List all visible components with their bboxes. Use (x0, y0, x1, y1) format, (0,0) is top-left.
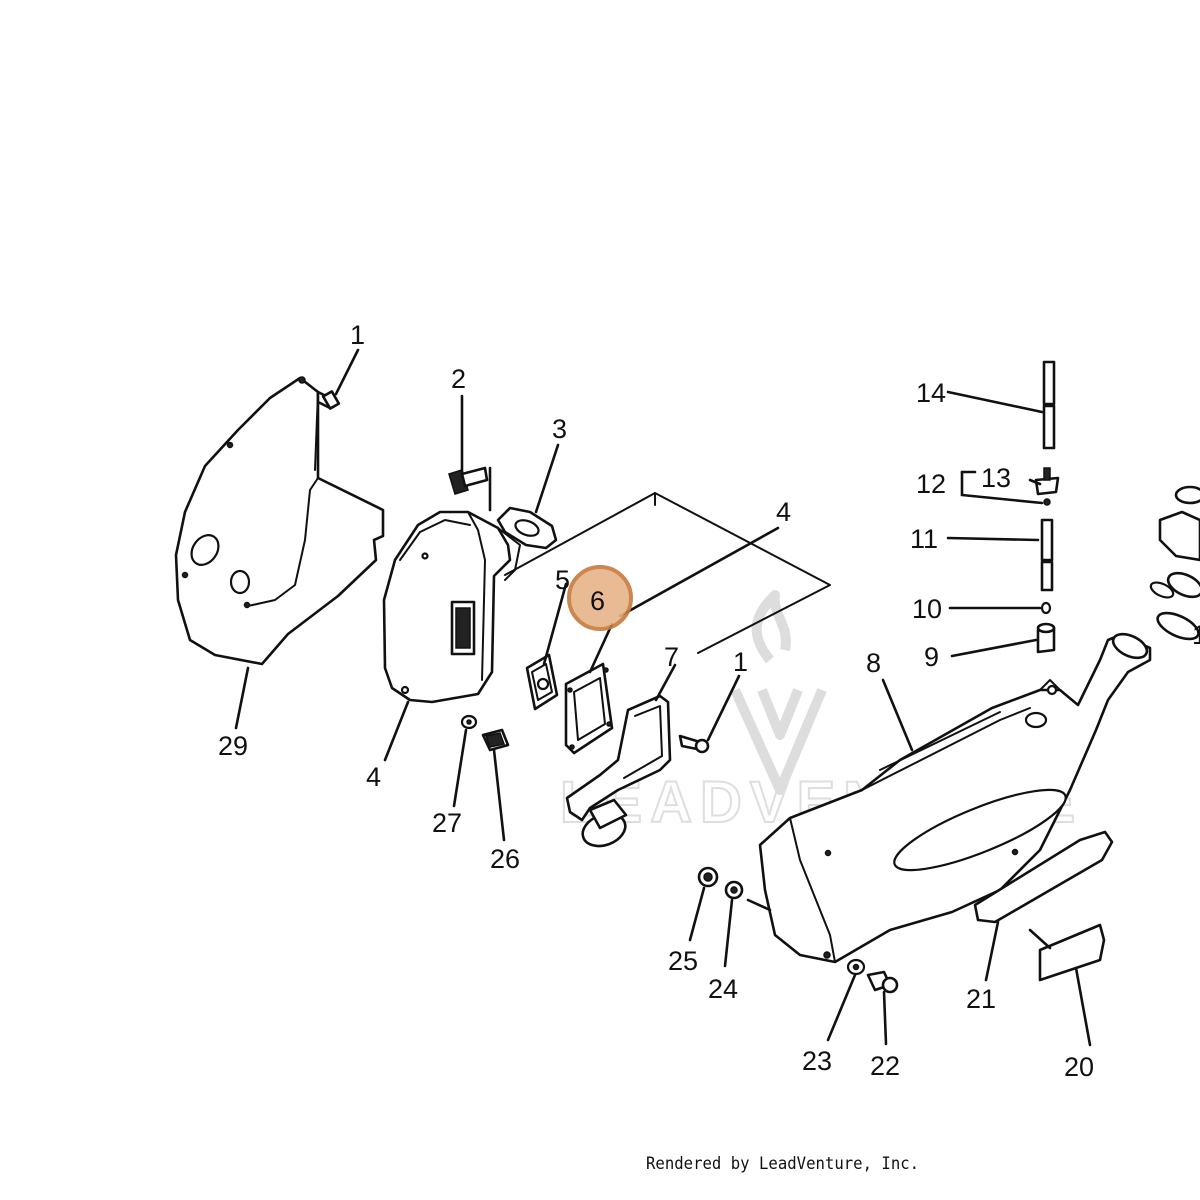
callout-13[interactable]: 13 (981, 463, 1011, 493)
callout-14[interactable]: 14 (916, 378, 946, 408)
leader-lines (234, 348, 1092, 1047)
part-23-washer[interactable] (846, 958, 866, 976)
callout-1[interactable]: 1 (350, 320, 365, 350)
callout-11[interactable]: 11 (910, 524, 938, 554)
callout-22[interactable]: 22 (870, 1051, 900, 1081)
part-25-nut[interactable] (697, 866, 719, 888)
part-14-pin[interactable] (1042, 360, 1056, 450)
part-15-edge-parts[interactable] (1149, 485, 1200, 644)
callout-7[interactable]: 7 (664, 642, 679, 672)
part-22-bolt[interactable] (866, 970, 899, 994)
part-4-inner-housing[interactable] (382, 510, 521, 704)
part-5-gasket[interactable] (525, 653, 559, 711)
callout-26[interactable]: 26 (490, 844, 520, 874)
callout-10[interactable]: 10 (912, 594, 942, 624)
part-26-bolt[interactable] (481, 728, 510, 752)
part-20-pad[interactable] (1038, 923, 1106, 982)
callout-24[interactable]: 24 (708, 974, 738, 1004)
part-10-ring[interactable] (1040, 601, 1052, 615)
callout-21[interactable]: 21 (966, 984, 996, 1014)
callout-labels: 1 2 3 4 5 6 7 1 8 9 10 11 12 13 14 1 29 … (218, 320, 1200, 1082)
part-12-kit (1043, 498, 1051, 506)
callout-2[interactable]: 2 (451, 364, 466, 394)
part-1-screw-center[interactable] (678, 734, 710, 754)
callout-4-housing[interactable]: 4 (366, 762, 381, 792)
part-9-nozzle[interactable] (1036, 622, 1056, 654)
part-4-kit-bracket (504, 492, 831, 654)
callout-6[interactable]: 6 (590, 586, 605, 616)
callout-25[interactable]: 25 (668, 946, 698, 976)
part-7-exhaust-manifold[interactable] (565, 694, 672, 852)
callout-1-center[interactable]: 1 (733, 647, 748, 677)
part-6-highlight (567, 565, 633, 631)
part-24-washer[interactable] (724, 880, 744, 900)
callout-12[interactable]: 12 (916, 469, 946, 499)
callout-29[interactable]: 29 (218, 731, 248, 761)
part-13-cap[interactable] (1034, 467, 1060, 496)
part-3-gasket[interactable] (496, 506, 558, 550)
part-11-pin[interactable] (1040, 518, 1054, 592)
part-27-washer[interactable] (460, 714, 478, 730)
part-8-muffler[interactable] (758, 629, 1152, 964)
callout-9[interactable]: 9 (924, 642, 939, 672)
callout-5[interactable]: 5 (555, 565, 570, 595)
callout-23[interactable]: 23 (802, 1046, 832, 1076)
callout-8[interactable]: 8 (866, 648, 881, 678)
callout-27[interactable]: 27 (432, 808, 462, 838)
part-1-screw[interactable] (316, 390, 341, 410)
part-6-gasket[interactable] (564, 662, 614, 755)
part-29-outer-cover[interactable] (174, 376, 385, 666)
callout-1-right[interactable]: 1 (1192, 620, 1200, 650)
callout-20[interactable]: 20 (1064, 1052, 1094, 1082)
render-credit: Rendered by LeadVenture, Inc. (646, 1154, 920, 1174)
part-2-bolt[interactable] (448, 466, 489, 495)
callout-3[interactable]: 3 (552, 414, 567, 444)
callout-4-kit[interactable]: 4 (776, 497, 791, 527)
part-21-gasket[interactable] (973, 830, 1114, 924)
